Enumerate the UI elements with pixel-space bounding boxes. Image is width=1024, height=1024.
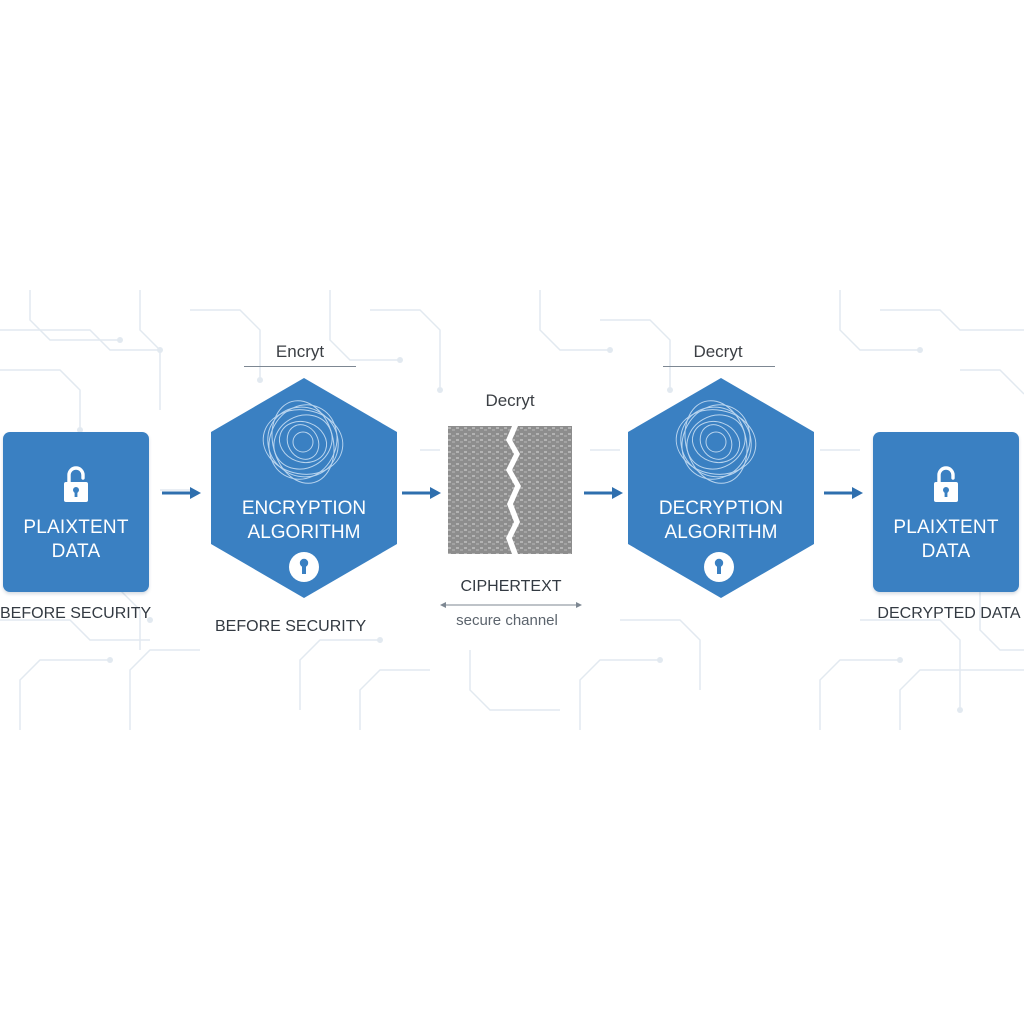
arrow-right-icon <box>402 487 441 499</box>
plaintext-input-caption: BEFORE SECURITY <box>0 605 152 622</box>
encryption-title-line1: ENCRYPTION <box>241 498 367 519</box>
decrypt-top-rule <box>663 366 775 367</box>
encrypt-top-rule <box>244 366 356 367</box>
plaintext-output-caption: DECRYPTED DATA <box>877 605 1021 622</box>
keyhole-icon <box>704 552 734 582</box>
plaintext-output-box: PLAIXTENT DATA <box>873 432 1019 592</box>
decryption-algorithm-node: DECRYPTION ALGORITHM <box>626 376 816 600</box>
encryption-title-line2: ALGORITHM <box>247 522 361 543</box>
lock-icon <box>934 466 958 502</box>
lock-icon <box>64 466 88 502</box>
secure-channel-line <box>440 602 582 608</box>
swirl-icon <box>675 400 757 484</box>
decryption-title-line1: DECRYPTION <box>658 498 784 519</box>
encryption-caption: BEFORE SECURITY <box>215 618 367 635</box>
encrypt-top-label: Encryt <box>275 342 325 361</box>
decryption-hexagon-shape <box>628 378 814 598</box>
arrow-right-icon <box>824 487 863 499</box>
ciphertext-block <box>448 426 572 554</box>
arrow-right-icon <box>584 487 623 499</box>
arrow-right-icon <box>162 487 201 499</box>
plaintext-input-line2: DATA <box>51 541 101 562</box>
plaintext-output-line2: DATA <box>921 541 971 562</box>
plaintext-output-line1: PLAIXTENT <box>893 517 999 538</box>
plaintext-input-line1: PLAIXTENT <box>23 517 129 538</box>
encryption-hexagon-shape <box>211 378 397 598</box>
keyhole-icon <box>289 552 319 582</box>
encryption-algorithm-node: ENCRYPTION ALGORITHM <box>209 376 399 600</box>
decrypt-top-label: Decryt <box>693 342 743 361</box>
circuit-background <box>0 290 1024 730</box>
swirl-icon <box>262 400 344 484</box>
cipher-top-label: Decryt <box>485 391 535 410</box>
plaintext-input-box: PLAIXTENT DATA <box>3 432 149 592</box>
decryption-title-line2: ALGORITHM <box>664 522 778 543</box>
ciphertext-caption: CIPHERTEXT <box>460 578 562 595</box>
secure-channel-label: secure channel <box>456 612 558 629</box>
